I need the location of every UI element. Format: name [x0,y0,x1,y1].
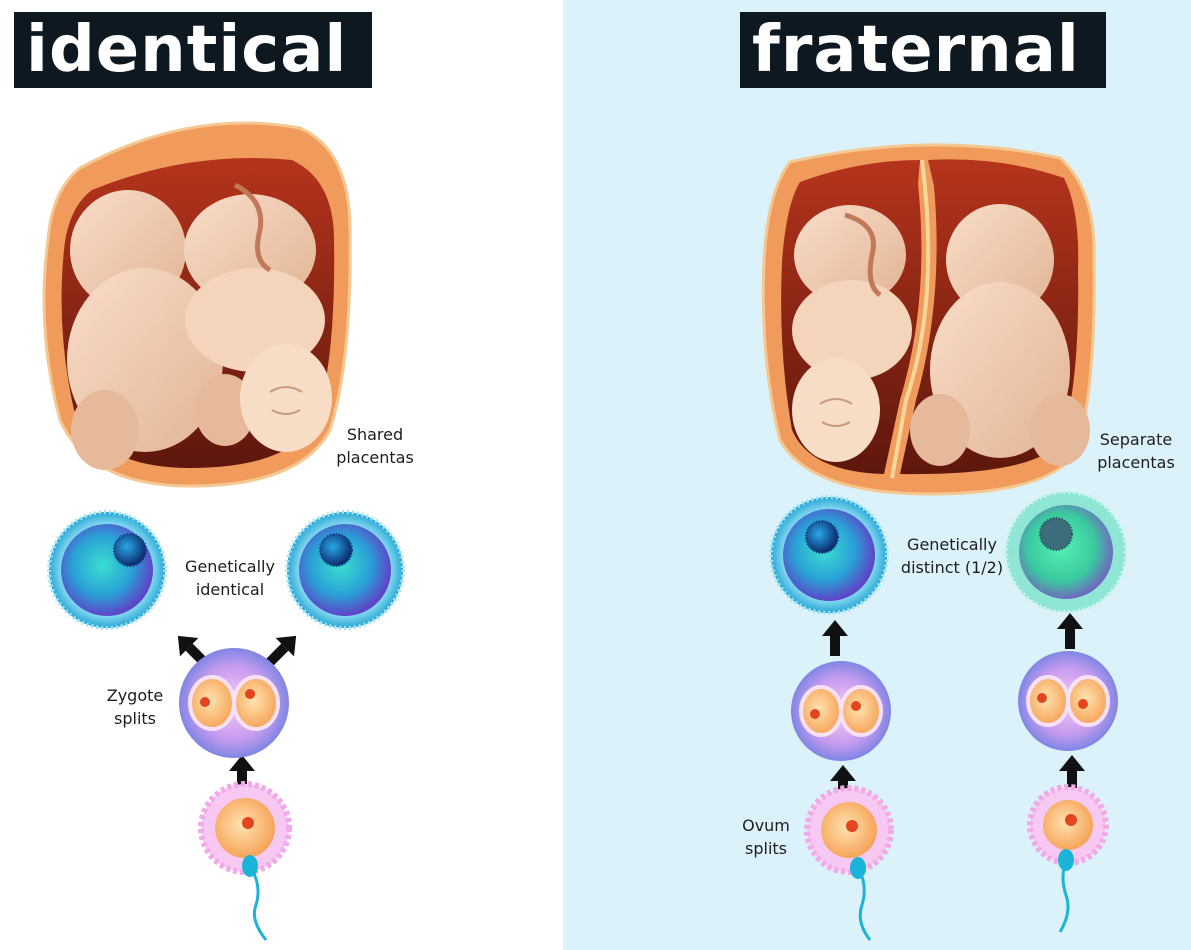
zygote-line1: Zygote [106,686,164,705]
sperm-right-1 [856,867,872,941]
shared-label-line1: Shared [346,425,404,444]
egg-left [198,781,292,875]
egg-right-1 [804,785,894,875]
baby-back-view [67,190,255,470]
separate-placentas-label: Separate placentas [1086,428,1186,474]
ovum-line1: Ovum [742,816,790,835]
zygote-right-1 [791,661,891,761]
baby-back-view-2 [910,204,1090,466]
sperm-head-right-2 [1058,849,1074,871]
shared-womb-illustration [42,121,352,488]
embryo-cell-right-1 [769,495,889,615]
egg-right-2 [1027,784,1109,866]
zygote-splits-label: Zygote splits [92,684,178,730]
zygote-right-2 [1018,651,1118,751]
gen-distinct-line2: distinct (1/2) [900,558,1004,577]
fraternal-title: fraternal [740,12,1106,88]
gen-ident-line1: Genetically [185,557,275,576]
separate-line2: placentas [1097,453,1175,472]
embryo-cell-left-1 [47,510,167,630]
ovum-line2: splits [745,839,787,858]
genetically-identical-label: Genetically identical [175,555,285,601]
gen-distinct-line1: Genetically [907,535,997,554]
ovum-splits-label: Ovum splits [726,814,806,860]
baby-front-view [184,194,332,452]
umbilical-cord-2 [844,212,882,298]
separating-membrane [890,159,931,479]
sperm-head-left [242,855,258,877]
umbilical-cord [233,182,272,273]
embryo-cell-right-2 [1004,490,1128,614]
sperm-head-right-1 [850,857,866,879]
identical-title: identical [14,12,372,88]
sperm-left [248,865,268,941]
arrows [177,613,1085,801]
embryo-cell-left-2 [285,510,405,630]
genetically-distinct-label: Genetically distinct (1/2) [893,533,1011,579]
zygote-left [179,648,289,758]
separate-womb-illustration [761,143,1096,496]
gen-ident-line2: identical [195,580,265,599]
baby-front-view-2 [792,205,912,462]
shared-placentas-label: Shared placentas [325,423,425,469]
zygote-line2: splits [114,709,156,728]
separate-line1: Separate [1099,430,1173,449]
shared-label-line2: placentas [336,448,414,467]
